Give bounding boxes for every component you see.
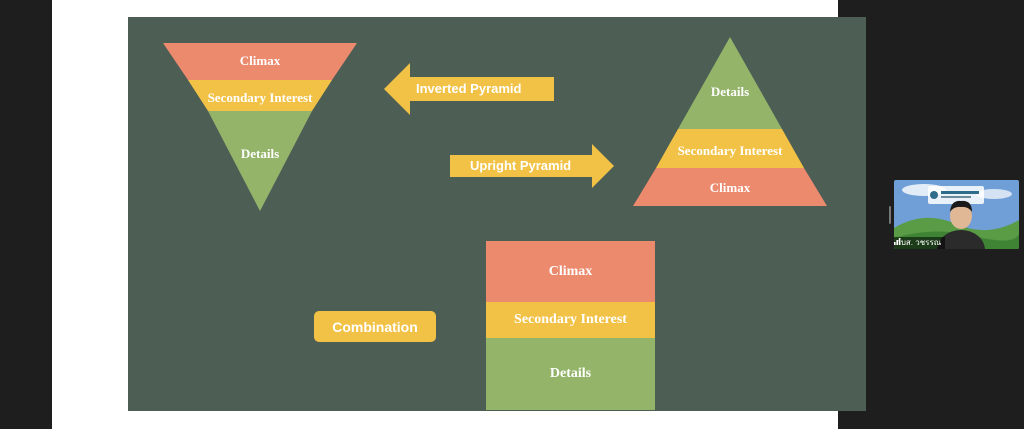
- presentation-slide: Climax Secondary Interest Details Invert…: [128, 17, 866, 411]
- combination-details: Details: [486, 338, 655, 410]
- upright-secondary-label: Secondary Interest: [677, 143, 783, 158]
- inverted-climax-label: Climax: [239, 53, 281, 68]
- combination-secondary: Secondary Interest: [486, 302, 655, 338]
- participant-video-tile[interactable]: กบส. วชรรณ: [894, 180, 1019, 249]
- inverted-pyramid-arrow: Inverted Pyramid: [384, 63, 554, 115]
- video-tile-drag-handle[interactable]: [889, 206, 891, 224]
- upright-details-band: [678, 37, 782, 129]
- inverted-secondary-label: Secondary Interest: [207, 90, 313, 105]
- participant-name: กบส. วชรรณ: [896, 238, 942, 247]
- upright-pyramid: Details Secondary Interest Climax: [633, 37, 827, 206]
- inverted-details-label: Details: [240, 146, 280, 161]
- inverted-pyramid: Climax Secondary Interest Details: [163, 43, 357, 211]
- upright-secondary-band: [656, 129, 804, 168]
- combination-block: Climax Secondary Interest Details: [486, 241, 655, 410]
- upright-climax-band: [633, 168, 827, 206]
- upright-climax-label: Climax: [709, 180, 751, 195]
- upright-details-label: Details: [710, 84, 750, 99]
- upright-pyramid-arrow: Upright Pyramid: [450, 144, 614, 188]
- signal-bars-icon: [894, 238, 901, 245]
- combination-climax: Climax: [486, 241, 655, 302]
- combination-button[interactable]: Combination: [314, 311, 436, 342]
- participant-video-feed: [894, 180, 1019, 249]
- inverted-climax-band: [163, 43, 357, 80]
- upright-pyramid-arrow-label: Upright Pyramid: [470, 158, 572, 173]
- inverted-secondary-band: [188, 80, 332, 111]
- inverted-details-band: [208, 111, 312, 211]
- inverted-pyramid-arrow-label: Inverted Pyramid: [416, 81, 522, 96]
- shared-screen: Climax Secondary Interest Details Invert…: [52, 0, 866, 429]
- participant-name-bar: กบส. วชรรณ: [894, 237, 946, 249]
